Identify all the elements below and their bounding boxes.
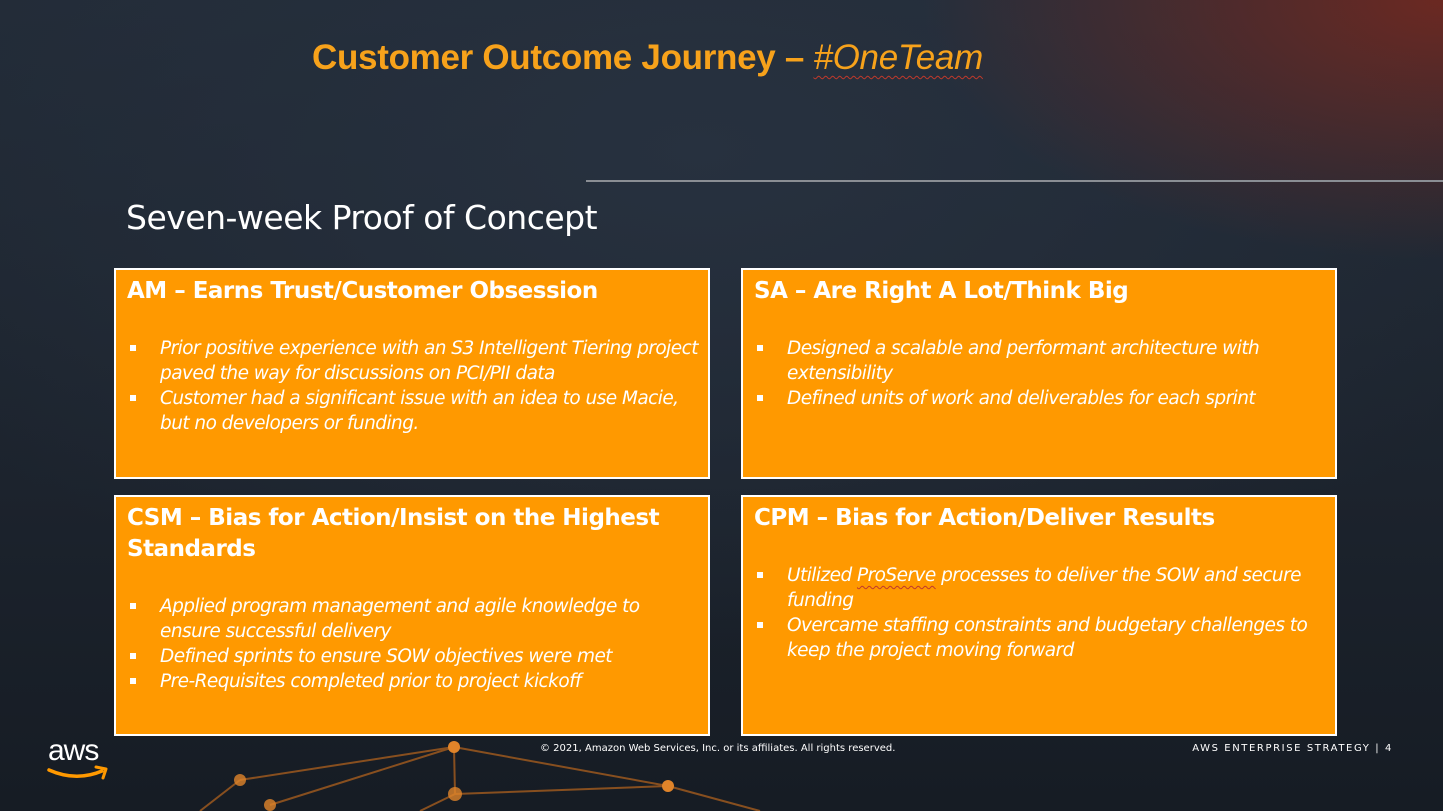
network-node: [448, 741, 460, 753]
bullet-item: Utilized ProServe processes to deliver t…: [754, 563, 1325, 613]
bullet-text: Utilized: [787, 565, 857, 586]
network-decoration: [199, 741, 761, 811]
network-node: [234, 774, 246, 786]
bullet-item: Customer had a significant issue with an…: [127, 386, 698, 436]
bullet-item: Applied program management and agile kno…: [127, 594, 698, 644]
card-cpm-bullets: Utilized ProServe processes to deliver t…: [754, 563, 1325, 663]
bullet-item: Defined units of work and deliverables f…: [754, 386, 1325, 411]
aws-smile-icon: [47, 765, 108, 780]
slide-title: Customer Outcome Journey – #OneTeam: [312, 38, 983, 78]
slide-title-main: Customer Outcome Journey –: [312, 38, 814, 77]
bullet-text: processes to deliver the SOW and secure …: [787, 565, 1302, 611]
card-sa: SA – Are Right A Lot/Think Big Designed …: [741, 268, 1337, 479]
card-sa-bullets: Designed a scalable and performant archi…: [754, 336, 1325, 411]
aws-logo: aws: [46, 734, 114, 784]
card-am: AM – Earns Trust/Customer Obsession Prio…: [114, 268, 710, 479]
aws-wordmark: aws: [48, 734, 99, 767]
card-csm-bullets: Applied program management and agile kno…: [127, 594, 698, 694]
bullet-item: Designed a scalable and performant archi…: [754, 336, 1325, 386]
footer-section-label: AWS ENTERPRISE STRATEGY | 4: [1192, 743, 1393, 754]
card-csm-heading: CSM – Bias for Action/Insist on the High…: [127, 505, 660, 562]
title-divider: [586, 180, 1443, 182]
card-am-heading: AM – Earns Trust/Customer Obsession: [127, 278, 598, 304]
slide-title-hashtag: #OneTeam: [813, 38, 983, 77]
card-sa-heading: SA – Are Right A Lot/Think Big: [754, 278, 1129, 304]
bullet-item: Pre-Requisites completed prior to projec…: [127, 669, 698, 694]
card-am-bullets: Prior positive experience with an S3 Int…: [127, 336, 698, 436]
slide-subtitle: Seven-week Proof of Concept: [126, 198, 598, 237]
network-node: [264, 799, 276, 811]
copyright-text: © 2021, Amazon Web Services, Inc. or its…: [540, 743, 896, 754]
card-csm: CSM – Bias for Action/Insist on the High…: [114, 495, 710, 736]
proserve-term: ProServe: [856, 565, 936, 586]
bullet-item: Defined sprints to ensure SOW objectives…: [127, 644, 698, 669]
bullet-item: Overcame staffing constraints and budget…: [754, 613, 1325, 663]
card-cpm-heading: CPM – Bias for Action/Deliver Results: [754, 505, 1215, 531]
bullet-item: Prior positive experience with an S3 Int…: [127, 336, 698, 386]
network-node: [662, 780, 674, 792]
network-node: [448, 787, 462, 801]
card-cpm: CPM – Bias for Action/Deliver Results Ut…: [741, 495, 1337, 736]
